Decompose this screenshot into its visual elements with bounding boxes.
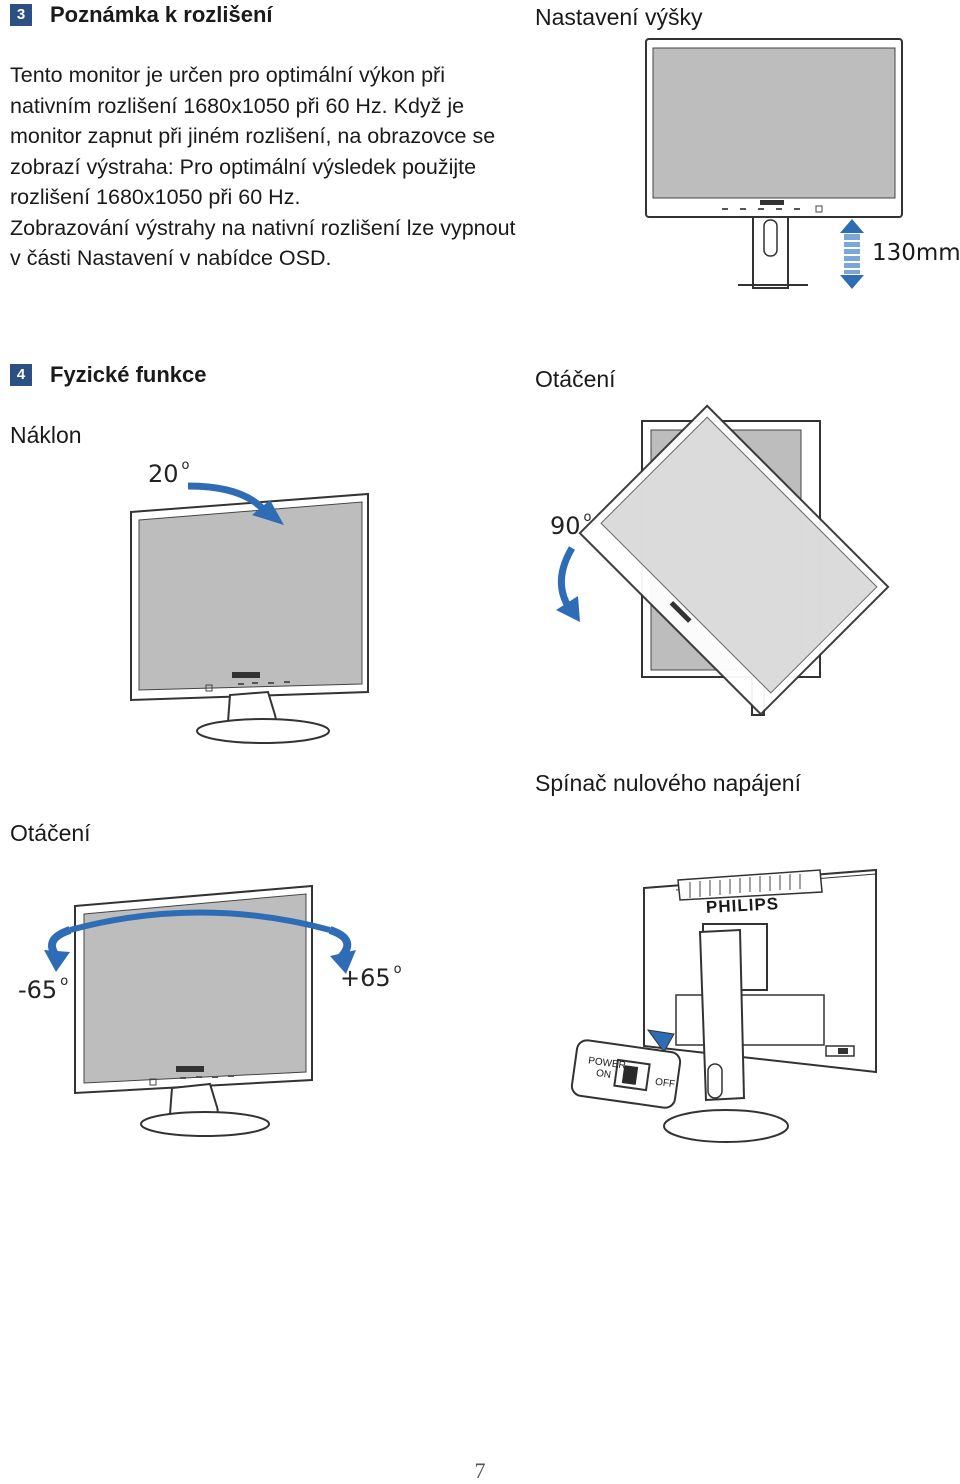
- tilt-arrow-icon: [187, 482, 284, 525]
- resolution-paragraph: Tento monitor je určen pro optimální výk…: [10, 63, 496, 209]
- resolution-note: Tento monitor je určen pro optimální výk…: [10, 60, 530, 274]
- section-title: Poznámka k rozlišení: [50, 2, 273, 27]
- tilt-caption: Náklon: [10, 422, 82, 448]
- swivel-caption: Otáčení: [10, 820, 91, 846]
- power-on-label: ON: [595, 1068, 612, 1081]
- height-value: 130mm: [872, 240, 960, 266]
- swivel-arrow-icon: [44, 909, 356, 974]
- pivot-arrow-icon: [556, 546, 580, 622]
- osd-paragraph: Zobrazování výstrahy na nativní rozlišen…: [10, 215, 516, 271]
- section-number-badge: 3: [10, 4, 32, 26]
- section-title-2: Fyzické funkce: [50, 362, 207, 387]
- brand-logo: PHILIPS: [705, 894, 780, 917]
- power-switch-caption: Spínač nulového napájení: [535, 770, 801, 796]
- pivot-caption: Otáčení: [535, 366, 616, 392]
- section-number-badge-2: 4: [10, 364, 32, 386]
- height-adjust-illustration: [645, 38, 903, 289]
- height-arrow-icon: [840, 219, 864, 289]
- height-adjust-caption: Nastavení výšky: [535, 4, 703, 30]
- page-number: 7: [474, 1458, 486, 1483]
